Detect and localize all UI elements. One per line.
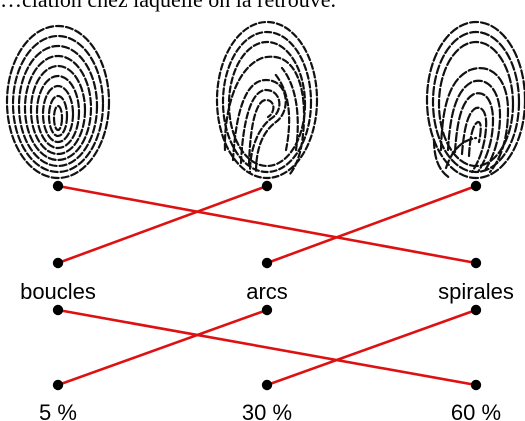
type-bottom-anchor-dot[interactable] <box>261 304 273 316</box>
type-top-anchor-dot[interactable] <box>470 257 482 269</box>
percentage-label-5: 5 % <box>39 400 77 421</box>
percentage-label-30: 30 % <box>242 400 292 421</box>
percentage-anchor-dot[interactable] <box>470 379 482 391</box>
fingerprint-loop-icon <box>5 24 111 180</box>
fingerprint-whorl-icon <box>425 20 525 180</box>
fingerprint-arch-icon <box>215 20 319 180</box>
percentage-anchor-dot[interactable] <box>261 379 273 391</box>
percentage-anchor-dot[interactable] <box>52 379 64 391</box>
pattern-label-spirales: spirales <box>438 279 514 304</box>
type-top-anchor-dot[interactable] <box>261 257 273 269</box>
pattern-label-arcs: arcs <box>246 279 288 304</box>
type-bottom-anchor-dot[interactable] <box>52 304 64 316</box>
link-type-2-to-percentage-1 <box>266 308 477 387</box>
type-bottom-anchor-dot[interactable] <box>470 304 482 316</box>
fingerprint-anchor-dot[interactable] <box>470 180 482 192</box>
link-fingerprint-2-to-type-1 <box>266 184 477 265</box>
type-top-anchor-dot[interactable] <box>52 257 64 269</box>
anchor-dots <box>52 180 482 391</box>
header-text-fragment: …ciation chez laquelle on la retrouve. <box>0 0 336 12</box>
percentage-label-60: 60 % <box>451 400 501 421</box>
fingerprint-anchor-dot[interactable] <box>261 180 273 192</box>
fingerprint-anchor-dot[interactable] <box>52 180 64 192</box>
link-fingerprint-1-to-type-0 <box>57 184 268 265</box>
link-fingerprint-0-to-type-2 <box>57 184 477 265</box>
link-type-1-to-percentage-0 <box>57 308 268 387</box>
link-type-0-to-percentage-2 <box>57 308 477 387</box>
connection-lines <box>57 184 477 387</box>
pattern-label-boucles: boucles <box>20 279 96 304</box>
